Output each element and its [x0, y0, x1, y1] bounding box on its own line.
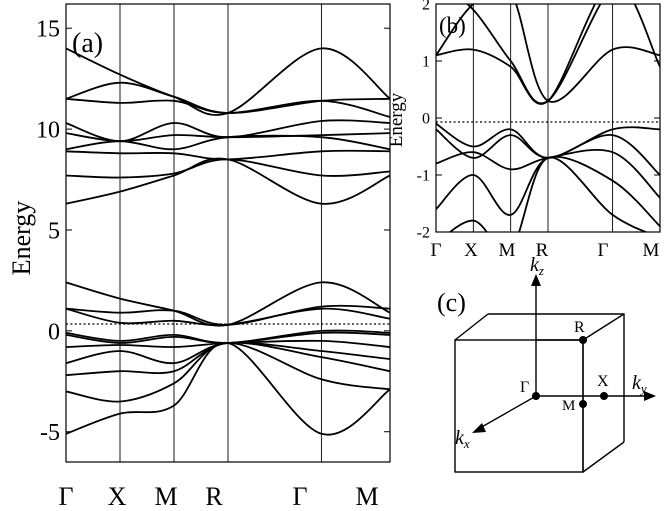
- panel-b-ytick-label: 0: [422, 111, 430, 128]
- panel-b-band-3: [436, 122, 660, 159]
- kx-arrowhead: [472, 423, 486, 433]
- panel-b-band-1: [436, 4, 660, 103]
- kz-arrowhead: [531, 274, 541, 286]
- panel-b-label: (b): [439, 13, 466, 38]
- panel-a: -5 0 5 10 15 (a) Energy Γ X M R Γ M: [7, 3, 391, 511]
- x-point-label: X: [597, 373, 609, 390]
- panel-a-band-8: [66, 304, 390, 326]
- panel-a-xtick-m-1: M: [154, 482, 177, 511]
- panel-a-xtick-x: X: [108, 482, 127, 511]
- panel-b-ytick-label: -2: [417, 225, 430, 242]
- panel-a-band-12: [66, 149, 390, 161]
- m-point-label: M: [562, 398, 575, 414]
- bz-edge-bottom-right: [582, 441, 625, 473]
- m-point: [579, 400, 587, 408]
- panel-b-band-4: [436, 128, 660, 176]
- panel-a-band-4: [66, 339, 390, 348]
- panel-b-ytick-label: 2: [422, 0, 430, 14]
- ky-label: ky: [632, 372, 647, 396]
- kx-axis: [479, 395, 537, 429]
- panel-b-band-6: [436, 155, 660, 227]
- panel-a-ytick-label: -5: [40, 420, 60, 446]
- r-point-label: R: [574, 319, 585, 336]
- panel-b-ytick-label: -1: [417, 168, 430, 185]
- ky-arrowhead: [644, 391, 656, 401]
- panel-a-xtick-m-2: M: [355, 482, 378, 511]
- panel-a-band-9: [66, 281, 390, 327]
- panel-a-xtick-r: R: [205, 482, 223, 511]
- panel-b-band-7: [448, 156, 649, 232]
- panel-b-xtick-r: R: [536, 240, 549, 261]
- panel-a-band-18: [66, 47, 390, 116]
- panel-b-xtick-gamma-1: Γ: [431, 240, 442, 261]
- panel-a-xtick-gamma-1: Γ: [58, 482, 73, 511]
- bz-edge-top-left: [454, 313, 489, 341]
- panel-a-band-15: [66, 119, 390, 143]
- gamma-point: [532, 392, 540, 400]
- panel-a-band-11: [66, 158, 390, 179]
- panel-b-ytick-label: 1: [422, 54, 430, 71]
- panel-a-label: (a): [72, 28, 103, 59]
- panel-b-xtick-m-2: M: [643, 240, 660, 261]
- panel-b-ylabel: Energy: [386, 92, 407, 147]
- panel-b-xtick-x: X: [464, 240, 478, 261]
- panel-a-ytick-label: 5: [48, 218, 60, 244]
- panel-a-band-17: [66, 81, 390, 114]
- panel-a-xtick-gamma-2: Γ: [292, 482, 307, 511]
- panel-a-band-3: [66, 341, 390, 365]
- panel-a-ylabel: Energy: [7, 201, 36, 276]
- r-point: [579, 336, 587, 344]
- panel-b-band-2: [466, 4, 602, 105]
- panel-a-ytick-label: 0: [48, 319, 60, 345]
- panel-c-label: (c): [437, 288, 466, 317]
- panel-a-band-2: [66, 341, 390, 377]
- panel-a-band-6: [66, 329, 390, 344]
- panel-c-brillouin-zone: (c) kz ky kx Γ R X M: [437, 254, 656, 473]
- x-point: [600, 392, 608, 400]
- kx-label: kx: [455, 427, 470, 451]
- gamma-point-label: Γ: [520, 379, 529, 396]
- panel-b-xtick-gamma-2: Γ: [598, 240, 609, 261]
- panel-b-band-5: [436, 148, 660, 199]
- panel-a-ytick-label: 10: [36, 117, 60, 143]
- panel-b: -2 -1 0 1 2 (b) Energy Γ X M R Γ M: [386, 0, 661, 261]
- panel-a-ytick-label: 15: [36, 17, 60, 43]
- bz-edge-top-right: [582, 313, 625, 341]
- panel-b-xtick-m-1: M: [499, 240, 516, 261]
